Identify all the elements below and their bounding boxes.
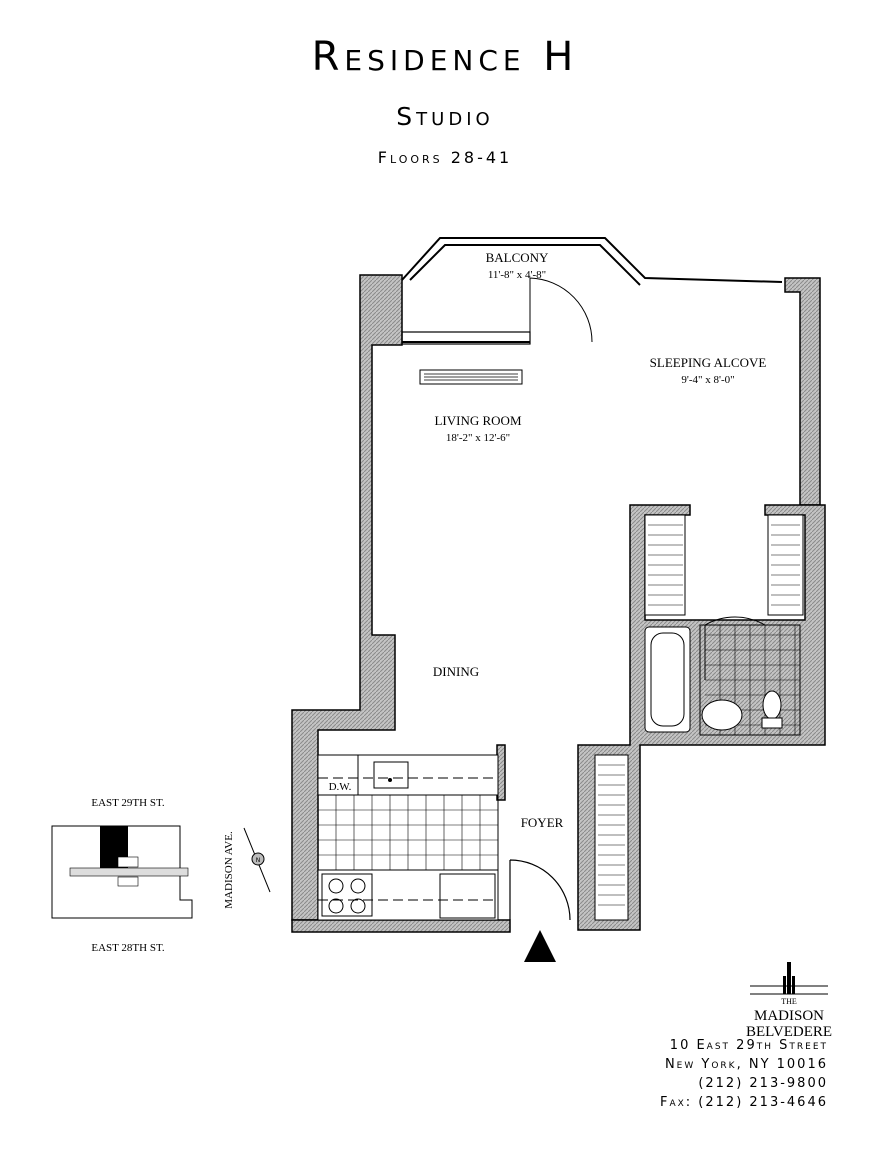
east-29th-label: EAST 29TH ST. [91,797,164,809]
dishwasher-label: D.W. [329,781,352,793]
address-fax: Fax: (212) 213-4646 [660,1095,828,1110]
kitchen [317,754,499,921]
svg-text:THE: THE [781,997,797,1006]
madison-belvedere-logo: THE MADISON BELVEDERE [746,962,832,1040]
living-room-dims: 18'-2" x 12'-6" [446,432,510,444]
sink [701,699,743,731]
wall-bottom [291,919,511,933]
closet-shelf-lines [598,524,800,906]
residence-title: Residence H [311,34,579,80]
living-room-label: LIVING ROOM [434,413,521,428]
entry-arrow-icon [524,930,556,962]
address-city: New York, NY 10016 [664,1057,828,1072]
svg-text:BELVEDERE: BELVEDERE [746,1024,832,1040]
compass-icon [251,852,265,866]
balcony-inner [409,244,641,286]
bathroom [644,616,801,736]
madison-ave-label: MADISON AVE. [223,831,235,909]
sleeping-alcove-dims: 9'-4" x 8'-0" [681,374,734,386]
balcony-dims: 11'-8" x 4'-8" [488,269,546,281]
compass-north: N [256,857,261,864]
foyer-label: FOYER [521,815,564,830]
east-28th-label: EAST 28TH ST. [91,942,164,954]
bath-door [704,616,766,680]
stove [321,873,373,917]
unit-type: Studio [396,102,494,131]
toilet [762,690,782,720]
dining-label: DINING [433,664,479,679]
balcony-door [529,277,593,343]
balcony-label: BALCONY [486,250,549,265]
floors-label: Floors 28-41 [377,148,513,167]
refrigerator [439,873,496,919]
address-phone: (212) 213-9800 [698,1076,828,1091]
address-street: 10 East 29th Street [669,1038,828,1053]
entry-door [509,859,571,921]
radiator [419,369,523,385]
radiator-lines [424,373,518,381]
balcony-railing [401,237,783,283]
wall-left [291,274,403,921]
sleeping-alcove-label: SLEEPING ALCOVE [650,355,767,370]
key-plan: EAST 29TH ST. EAST 28TH ST. MADISON AVE.… [51,797,271,954]
wall-right-upper [784,277,821,506]
closet-foyer [594,754,629,921]
svg-text:MADISON: MADISON [754,1008,824,1024]
address-block: 10 East 29th Street New York, NY 10016 (… [660,1036,828,1112]
